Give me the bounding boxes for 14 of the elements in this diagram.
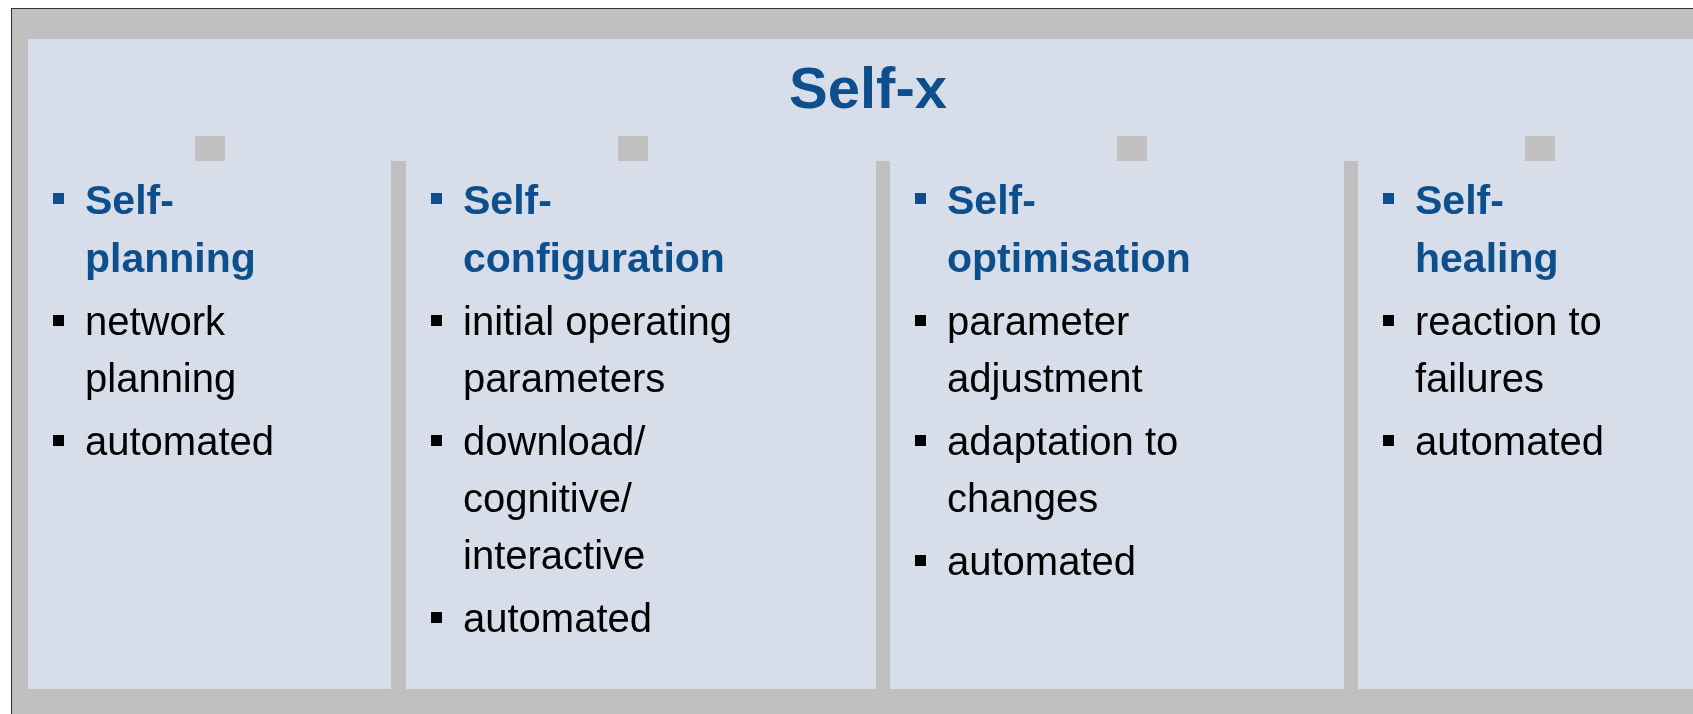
title-text: Self-x xyxy=(789,58,947,117)
bullet-text: automated xyxy=(463,595,653,642)
banner xyxy=(28,39,1693,136)
category-heading: Self-configuration xyxy=(463,176,725,283)
bullet-text: automated xyxy=(85,418,275,465)
bullet-text: automated xyxy=(1415,418,1605,465)
category-panel xyxy=(28,161,391,689)
category-panel xyxy=(406,161,876,689)
category-heading: Self-planning xyxy=(85,176,256,283)
category-panel xyxy=(890,161,1344,689)
category-heading: Self-healing xyxy=(1415,176,1559,283)
bullet-text: automated xyxy=(947,538,1137,585)
category-heading: Self-optimisation xyxy=(947,176,1191,283)
category-panel xyxy=(1358,161,1693,689)
